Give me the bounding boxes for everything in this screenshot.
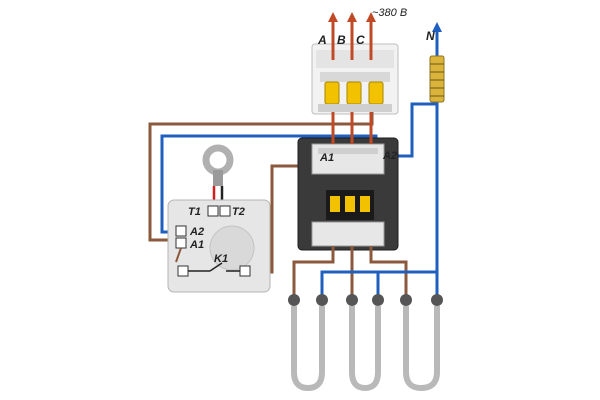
thermostat-relay: [167, 199, 271, 293]
contactor-a2-label: A2: [382, 150, 397, 162]
thermostat-t2-label: T2: [232, 206, 245, 218]
contactor-a1-label: A1: [319, 152, 334, 164]
neutral-wires-to-heaters: [320, 270, 439, 296]
phase-a-label: A: [317, 33, 327, 47]
phase-c-label: C: [356, 33, 365, 47]
neutral-label: N: [426, 29, 435, 43]
thermostat-t1-label: T1: [188, 206, 201, 218]
temperature-sensor: [202, 144, 234, 208]
supply-voltage-label: ~380 В: [372, 7, 407, 19]
contactor: [297, 137, 399, 251]
supply-phase-wires: [328, 12, 376, 60]
circuit-breaker: [311, 43, 399, 115]
heating-element-3: [400, 294, 443, 392]
breaker-handle-c[interactable]: [368, 81, 384, 105]
thermostat-a2-label: A2: [189, 226, 204, 238]
breaker-handle-a[interactable]: [324, 81, 340, 105]
thermostat-k1-label: K1: [214, 253, 228, 265]
phase-wires-to-contactor: [331, 112, 373, 144]
breaker-handle-b[interactable]: [346, 81, 362, 105]
phase-b-label: B: [337, 33, 346, 47]
heating-element-2: [346, 294, 384, 392]
neutral-terminal-block: [429, 55, 445, 103]
thermostat-a1-label: A1: [189, 239, 204, 251]
heating-element-1: [288, 294, 328, 392]
